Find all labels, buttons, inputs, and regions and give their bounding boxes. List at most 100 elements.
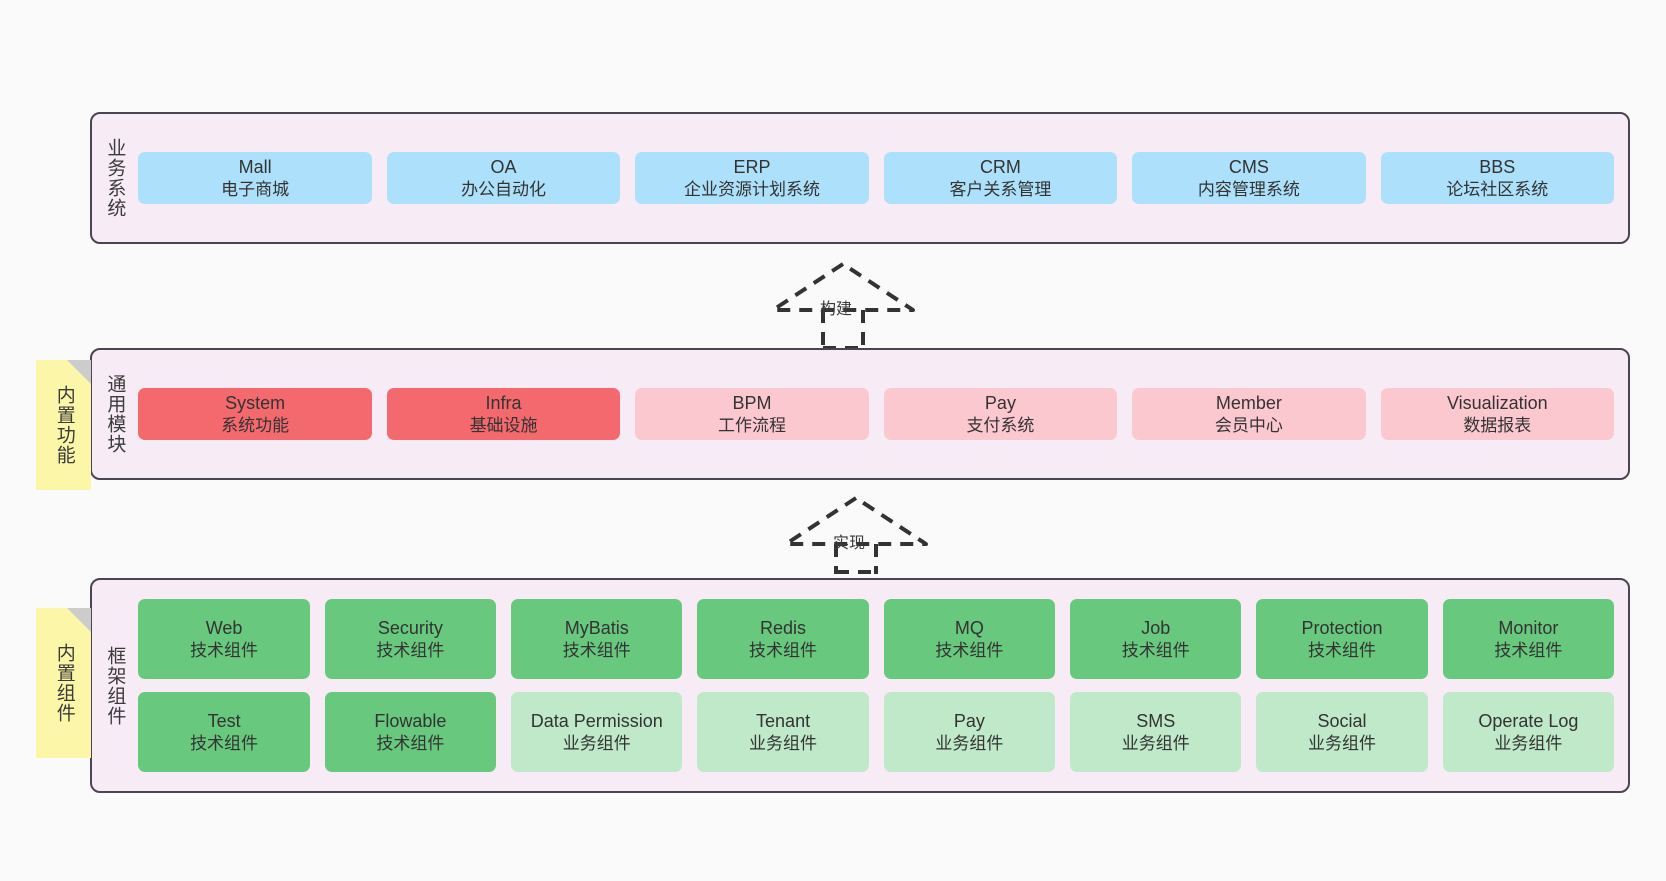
card-subtitle: 办公自动化 xyxy=(461,179,547,199)
card-title: Infra xyxy=(485,392,522,413)
card-subtitle: 业务组件 xyxy=(1308,733,1377,753)
card-social[interactable]: Social 业务组件 xyxy=(1256,692,1428,772)
card-title: Pay xyxy=(984,392,1016,413)
card-job[interactable]: Job 技术组件 xyxy=(1070,599,1242,679)
card-pay[interactable]: Pay 支付系统 xyxy=(883,387,1118,441)
card-title: Monitor xyxy=(1498,617,1559,638)
card-title: Pay xyxy=(953,710,985,731)
layer-label-business-system: 业务系统 xyxy=(104,138,126,218)
layer-body-common-module: System 系统功能 Infra 基础设施 BPM 工作流程 Pay 支付系统… xyxy=(134,387,1628,441)
card-tenant[interactable]: Tenant 业务组件 xyxy=(697,692,869,772)
card-subtitle: 技术组件 xyxy=(1308,640,1377,660)
card-subtitle: 基础设施 xyxy=(469,415,538,435)
card-subtitle: 业务组件 xyxy=(562,733,631,753)
card-subtitle: 企业资源计划系统 xyxy=(684,179,820,199)
card-visualization[interactable]: Visualization 数据报表 xyxy=(1380,387,1615,441)
card-subtitle: 业务组件 xyxy=(935,733,1004,753)
card-redis[interactable]: Redis 技术组件 xyxy=(697,599,869,679)
card-web[interactable]: Web 技术组件 xyxy=(138,599,310,679)
card-subtitle: 技术组件 xyxy=(376,733,445,753)
card-subtitle: 技术组件 xyxy=(935,640,1004,660)
card-member[interactable]: Member 会员中心 xyxy=(1132,387,1366,441)
card-system[interactable]: System 系统功能 xyxy=(138,387,372,441)
card-subtitle: 技术组件 xyxy=(190,733,259,753)
card-monitor[interactable]: Monitor 技术组件 xyxy=(1442,599,1615,679)
card-subtitle: 支付系统 xyxy=(966,415,1035,435)
card-crm[interactable]: CRM 客户关系管理 xyxy=(883,151,1118,205)
connector-build-label: 构建 xyxy=(820,301,853,318)
card-title: Security xyxy=(377,617,443,638)
card-title: Operate Log xyxy=(1478,710,1579,731)
card-title: ERP xyxy=(733,156,771,177)
card-subtitle: 会员中心 xyxy=(1214,415,1283,435)
card-protection[interactable]: Protection 技术组件 xyxy=(1256,599,1428,679)
card-title: Data Permission xyxy=(530,710,663,731)
card-sms[interactable]: SMS 业务组件 xyxy=(1070,692,1242,772)
connector-implement-label: 实现 xyxy=(833,535,866,552)
generalization-arrow-icon xyxy=(784,496,928,574)
card-subtitle: 系统功能 xyxy=(221,415,290,435)
card-title: SMS xyxy=(1136,710,1176,731)
card-bpm[interactable]: BPM 工作流程 xyxy=(635,387,869,441)
card-subtitle: 论坛社区系统 xyxy=(1446,179,1549,199)
card-title: Test xyxy=(207,710,241,731)
card-title: CRM xyxy=(979,156,1021,177)
layer-label-framework-component: 框架组件 xyxy=(104,645,126,726)
card-subtitle: 技术组件 xyxy=(749,640,818,660)
card-security[interactable]: Security 技术组件 xyxy=(324,599,497,679)
card-subtitle: 技术组件 xyxy=(190,640,259,660)
folded-corner-icon xyxy=(67,608,91,632)
layer-framework-component: 框架组件 Web 技术组件 Security 技术组件 MyBatis 技术组件… xyxy=(90,578,1630,793)
card-title: OA xyxy=(490,156,517,177)
card-test[interactable]: Test 技术组件 xyxy=(138,692,310,772)
card-title: Protection xyxy=(1301,617,1383,638)
card-title: Visualization xyxy=(1446,392,1548,413)
card-subtitle: 技术组件 xyxy=(1494,640,1563,660)
card-row: System 系统功能 Infra 基础设施 BPM 工作流程 Pay 支付系统… xyxy=(138,387,1615,441)
card-subtitle: 技术组件 xyxy=(376,640,445,660)
card-oa[interactable]: OA 办公自动化 xyxy=(386,151,621,205)
card-title: Flowable xyxy=(374,710,447,731)
card-title: Member xyxy=(1215,392,1282,413)
connector-implement: 实现 xyxy=(768,492,958,574)
folded-corner-icon xyxy=(67,360,91,384)
card-infra[interactable]: Infra 基础设施 xyxy=(386,387,621,441)
card-subtitle: 技术组件 xyxy=(562,640,631,660)
card-mybatis[interactable]: MyBatis 技术组件 xyxy=(511,599,683,679)
card-subtitle: 业务组件 xyxy=(1121,733,1190,753)
card-title: CMS xyxy=(1228,156,1269,177)
card-erp[interactable]: ERP 企业资源计划系统 xyxy=(635,151,869,205)
card-operate-log[interactable]: Operate Log 业务组件 xyxy=(1442,692,1615,772)
layer-body-business-system: Mall 电子商城 OA 办公自动化 ERP 企业资源计划系统 CRM 客户关系… xyxy=(134,151,1628,205)
card-bbs[interactable]: BBS 论坛社区系统 xyxy=(1380,151,1615,205)
card-row: Test 技术组件 Flowable 技术组件 Data Permission … xyxy=(138,692,1615,772)
sticky-note-label: 内置组件 xyxy=(53,643,75,723)
sticky-note-label: 内置功能 xyxy=(53,385,75,465)
layer-label-common-module: 通用模块 xyxy=(104,374,126,454)
card-title: MyBatis xyxy=(564,617,629,638)
card-title: Redis xyxy=(760,617,807,638)
card-title: Job xyxy=(1141,617,1171,638)
layer-business-system: 业务系统 Mall 电子商城 OA 办公自动化 ERP 企业资源计划系统 CRM… xyxy=(90,112,1630,244)
sticky-note-builtin-component: 内置组件 xyxy=(36,608,91,758)
card-subtitle: 电子商城 xyxy=(221,179,290,199)
connector-build: 构建 xyxy=(755,258,945,350)
card-subtitle: 客户关系管理 xyxy=(949,179,1052,199)
card-title: Social xyxy=(1317,710,1367,731)
card-data-permission[interactable]: Data Permission 业务组件 xyxy=(511,692,683,772)
card-subtitle: 业务组件 xyxy=(749,733,818,753)
card-title: MQ xyxy=(954,617,984,638)
card-title: BPM xyxy=(732,392,772,413)
card-title: Tenant xyxy=(756,710,811,731)
card-flowable[interactable]: Flowable 技术组件 xyxy=(324,692,497,772)
card-cms[interactable]: CMS 内容管理系统 xyxy=(1132,151,1366,205)
card-mall[interactable]: Mall 电子商城 xyxy=(138,151,372,205)
card-title: System xyxy=(225,392,286,413)
card-row: Web 技术组件 Security 技术组件 MyBatis 技术组件 Redi… xyxy=(138,599,1615,679)
card-subtitle: 技术组件 xyxy=(1121,640,1190,660)
sticky-note-builtin-function: 内置功能 xyxy=(36,360,91,490)
card-mq[interactable]: MQ 技术组件 xyxy=(883,599,1056,679)
card-pay-business[interactable]: Pay 业务组件 xyxy=(883,692,1056,772)
card-subtitle: 数据报表 xyxy=(1463,415,1532,435)
